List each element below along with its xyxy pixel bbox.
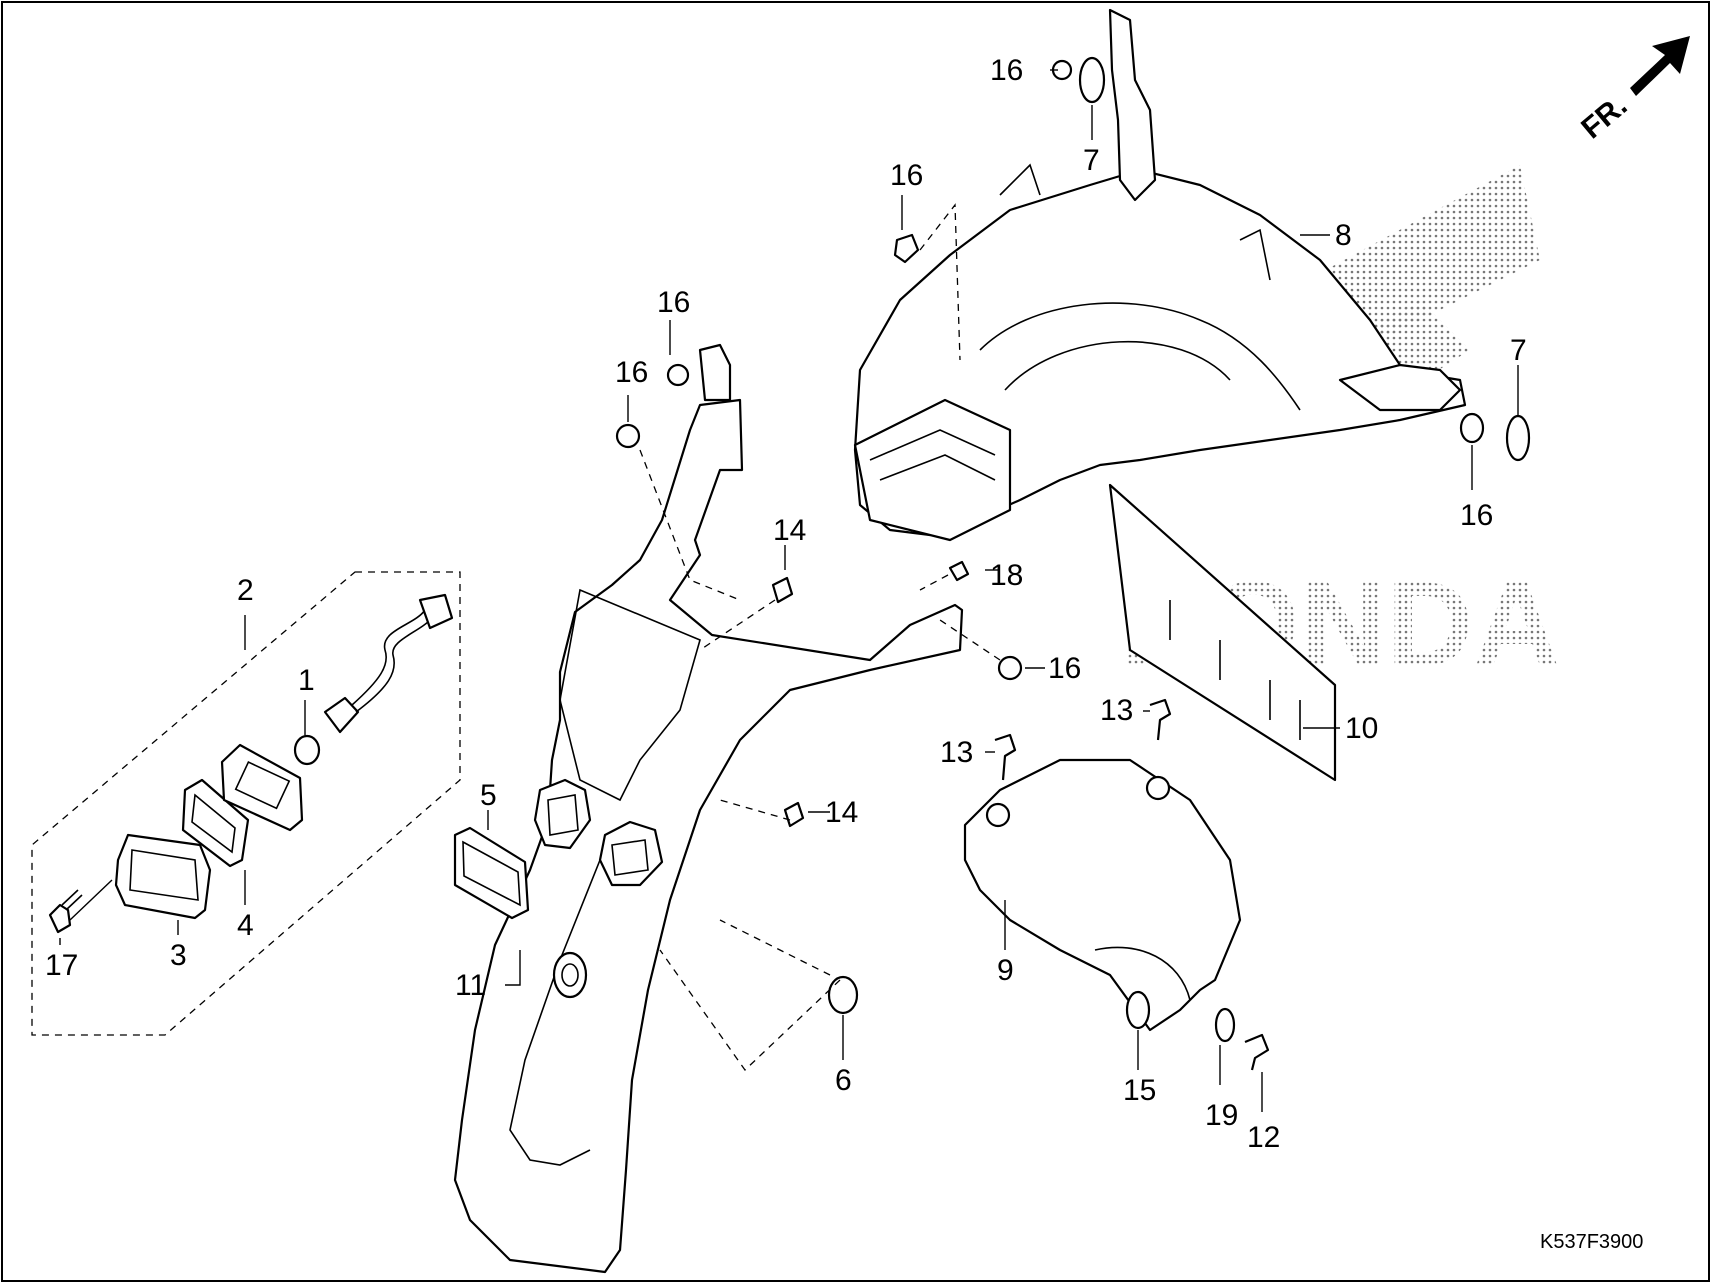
callout-2: 2 [237,574,254,607]
callout-13: 13 [1100,694,1133,727]
callout-5: 5 [480,779,497,812]
rear-reflector [453,826,530,920]
hardware-fasteners [615,56,1531,1071]
callout-10: 10 [1345,712,1378,745]
callout-13: 13 [940,736,973,769]
taillight-assembly [31,571,461,1036]
callout-16: 16 [990,54,1023,87]
leader-lines [59,69,1519,1112]
callout-7: 7 [1083,144,1100,177]
callout-7: 7 [1510,334,1527,367]
callout-3: 3 [170,939,187,972]
callout-14: 14 [825,796,858,829]
callout-16: 16 [615,356,648,389]
fr-label: FR. [1575,89,1633,145]
callout-16: 16 [890,159,923,192]
callout-6: 6 [835,1064,852,1097]
rear-fender [453,343,964,1274]
callout-9: 9 [997,954,1014,987]
callout-14: 14 [773,514,806,547]
inner-fender [853,8,1467,542]
callout-18: 18 [990,559,1023,592]
splash-guard [963,758,1242,1032]
callout-1: 1 [298,664,315,697]
callout-12: 12 [1247,1121,1280,1154]
front-direction-arrow-icon: FR. [1575,36,1690,145]
callout-labels: 16 7 16 8 7 16 16 16 14 18 16 13 10 13 1… [45,54,1527,1154]
callout-4: 4 [237,909,254,942]
callout-8: 8 [1335,219,1352,252]
figure-code: K537F3900 [1540,1231,1643,1253]
callout-11: 11 [455,969,486,1002]
callout-16: 16 [1460,499,1493,532]
license-plate-bracket [1108,483,1337,782]
callout-16: 16 [1048,652,1081,685]
callout-15: 15 [1123,1074,1156,1107]
callout-16: 16 [657,286,690,319]
callout-19: 19 [1205,1099,1238,1132]
callout-17: 17 [45,949,78,982]
